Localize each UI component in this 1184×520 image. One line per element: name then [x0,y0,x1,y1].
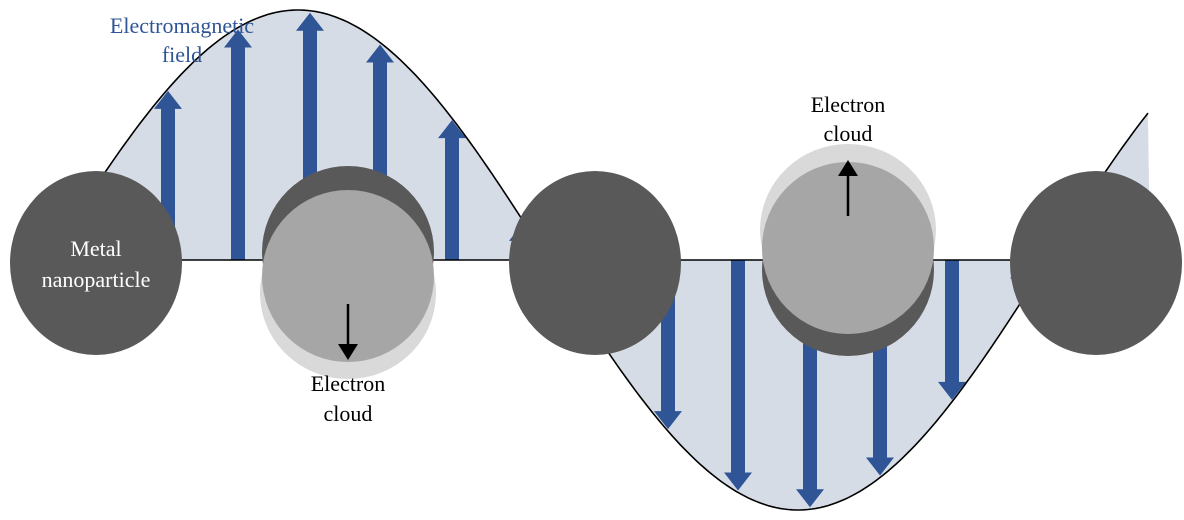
cloud-lower-label-line1: Electron [311,371,386,396]
field-label-line1: Electromagnetic [110,13,254,38]
field-arrow-up-icon [224,29,252,260]
cloud-upper-label-line1: Electron [811,92,886,117]
metal-nanoparticle-5 [1010,171,1182,355]
up-arrow-icon [838,160,858,216]
field-label-line2: field [162,42,202,67]
field-arrow-down-icon [938,260,966,400]
metal-label-line1: Metal [70,236,121,261]
cloud-lower-label-line2: cloud [324,401,373,426]
field-arrow-down-icon [724,260,752,491]
metal-nanoparticle-1 [10,171,182,355]
field-arrow-up-icon [438,120,466,260]
electron-cloud-lower [262,190,434,362]
cloud-upper-label-line2: cloud [824,121,873,146]
metal-label-line2: nanoparticle [42,267,151,292]
down-arrow-icon [338,304,358,360]
electron-cloud-upper [762,162,934,334]
metal-nanoparticle-3 [509,171,681,355]
